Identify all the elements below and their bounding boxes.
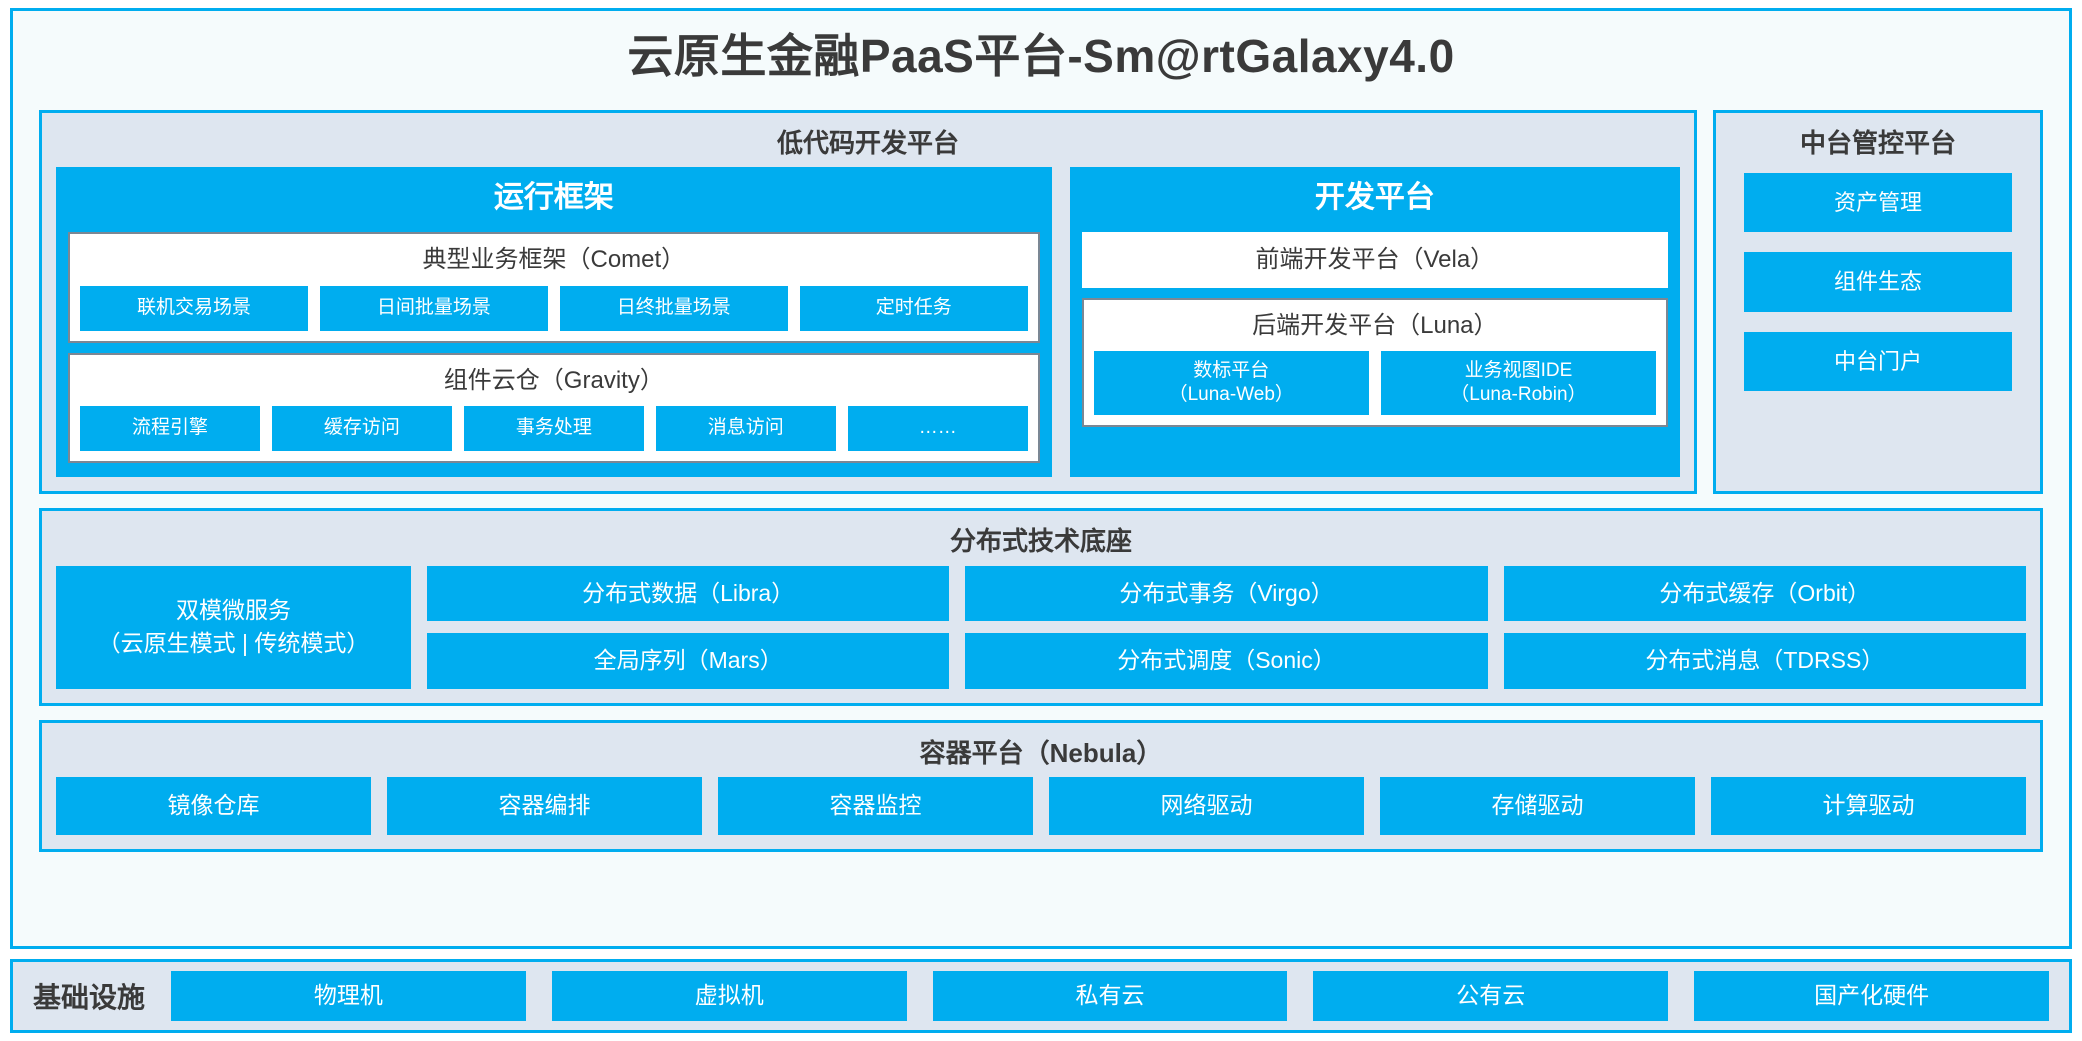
comet-item[interactable]: 定时任务 [799,285,1028,331]
infrastructure-panel: 基础设施 物理机 虚拟机 私有云 公有云 国产化硬件 [10,959,2072,1033]
runtime-framework-card: 运行框架 典型业务框架（Comet） 联机交易场景 日间批量场景 日终批量场景 … [56,167,1052,477]
infrastructure-item-public-cloud[interactable]: 公有云 [1313,971,1669,1021]
gravity-item-more[interactable]: …… [847,406,1028,451]
comet-item-row: 联机交易场景 日间批量场景 日终批量场景 定时任务 [80,285,1028,331]
distributed-column: 分布式数据（Libra） 全局序列（Mars） [427,565,950,689]
console-item-portal[interactable]: 中台门户 [1744,331,2012,392]
distributed-item-mars[interactable]: 全局序列（Mars） [427,633,950,689]
distributed-item-sonic[interactable]: 分布式调度（Sonic） [965,633,1488,689]
container-item-storage-driver[interactable]: 存储驱动 [1380,777,1695,835]
container-item-monitoring[interactable]: 容器监控 [718,777,1033,835]
distributed-column: 分布式缓存（Orbit） 分布式消息（TDRSS） [1503,565,2026,689]
comet-item[interactable]: 联机交易场景 [80,285,308,331]
infrastructure-item-private-cloud[interactable]: 私有云 [932,971,1288,1021]
console-platform-panel: 中台管控平台 资产管理 组件生态 中台门户 [1713,109,2043,494]
distributed-columns: 分布式数据（Libra） 全局序列（Mars） 分布式事务（Virgo） 分布式… [427,565,2026,689]
runtime-framework-title: 运行框架 [493,181,614,215]
container-item-image-registry[interactable]: 镜像仓库 [56,777,371,835]
distributed-item-libra[interactable]: 分布式数据（Libra） [427,565,950,622]
lowcode-platform-body: 运行框架 典型业务框架（Comet） 联机交易场景 日间批量场景 日终批量场景 … [56,167,1680,477]
top-row: 低代码开发平台 运行框架 典型业务框架（Comet） 联机交易场景 日间批量场景… [39,109,2043,494]
container-item-network-driver[interactable]: 网络驱动 [1049,777,1364,835]
distributed-item-virgo[interactable]: 分布式事务（Virgo） [965,565,1488,622]
backend-item-name: 数标平台 [1193,360,1270,382]
container-item-orchestration[interactable]: 容器编排 [387,777,702,835]
gravity-item[interactable]: 消息访问 [655,406,836,451]
comet-item[interactable]: 日终批量场景 [559,285,788,331]
dual-mode-microservice-block[interactable]: 双模微服务 （云原生模式 | 传统模式） [56,565,411,689]
comet-item[interactable]: 日间批量场景 [319,285,548,331]
container-platform-panel: 容器平台（Nebula） 镜像仓库 容器编排 容器监控 网络驱动 存储驱动 计算… [39,719,2043,852]
gravity-item-row: 流程引擎 缓存访问 事务处理 消息访问 …… [80,406,1028,451]
distributed-foundation-body: 双模微服务 （云原生模式 | 传统模式） 分布式数据（Libra） 全局序列（M… [56,565,2026,689]
dual-mode-line1: 双模微服务 [176,596,291,623]
container-item-compute-driver[interactable]: 计算驱动 [1711,777,2026,835]
page-title: 云原生金融PaaS平台-Sm@rtGalaxy4.0 [627,30,1455,82]
backend-platform-box: 后端开发平台（Luna） 数标平台 （Luna-Web） 业务视图IDE （Lu… [1081,297,1668,427]
backend-platform-title: 后端开发平台（Luna） [1252,311,1498,339]
container-platform-title: 容器平台（Nebula） [919,737,1163,768]
gravity-item[interactable]: 缓存访问 [271,406,452,451]
backend-item-code: （Luna-Web） [1168,384,1294,406]
platform-outer-frame: 云原生金融PaaS平台-Sm@rtGalaxy4.0 低代码开发平台 运行框架 … [10,8,2072,949]
infrastructure-item-physical-machine[interactable]: 物理机 [171,971,526,1021]
gravity-item[interactable]: 事务处理 [463,406,644,451]
distributed-item-orbit[interactable]: 分布式缓存（Orbit） [1503,565,2026,622]
gravity-title: 组件云仓（Gravity） [443,366,664,394]
frontend-platform-box[interactable]: 前端开发平台（Vela） [1081,232,1668,288]
backend-item-name: 业务视图IDE [1464,360,1573,382]
console-item-component-ecosystem[interactable]: 组件生态 [1744,252,2012,312]
infrastructure-label: 基础设施 [33,982,146,1013]
backend-item-luna-web[interactable]: 数标平台 （Luna-Web） [1093,351,1369,415]
development-platform-title: 开发平台 [1314,181,1435,215]
lowcode-platform-title: 低代码开发平台 [776,127,959,158]
infrastructure-item-domestic-hardware[interactable]: 国产化硬件 [1694,971,2049,1021]
backend-item-code: （Luna-Robin） [1450,384,1587,406]
gravity-item[interactable]: 流程引擎 [80,406,260,451]
infrastructure-item-row: 物理机 虚拟机 私有云 公有云 国产化硬件 [171,971,2049,1021]
comet-title: 典型业务框架（Comet） [422,246,686,274]
backend-item-row: 数标平台 （Luna-Web） 业务视图IDE （Luna-Robin） [1093,351,1656,415]
distributed-item-tdrss[interactable]: 分布式消息（TDRSS） [1503,633,2026,689]
development-platform-card: 开发平台 前端开发平台（Vela） 后端开发平台（Luna） 数标平台 （Lun… [1069,167,1680,477]
backend-item-luna-robin[interactable]: 业务视图IDE （Luna-Robin） [1380,351,1656,415]
distributed-foundation-title: 分布式技术底座 [949,525,1132,556]
console-platform-title: 中台管控平台 [1799,127,1956,158]
gravity-box: 组件云仓（Gravity） 流程引擎 缓存访问 事务处理 消息访问 …… [68,352,1040,463]
console-item-asset-management[interactable]: 资产管理 [1744,173,2012,233]
container-item-row: 镜像仓库 容器编排 容器监控 网络驱动 存储驱动 计算驱动 [56,777,2026,835]
comet-box: 典型业务框架（Comet） 联机交易场景 日间批量场景 日终批量场景 定时任务 [68,232,1040,343]
distributed-column: 分布式事务（Virgo） 分布式调度（Sonic） [965,565,1488,689]
lowcode-platform-panel: 低代码开发平台 运行框架 典型业务框架（Comet） 联机交易场景 日间批量场景… [39,109,1697,494]
infrastructure-item-virtual-machine[interactable]: 虚拟机 [551,971,907,1021]
console-item-list: 资产管理 组件生态 中台门户 [1730,167,2026,477]
dual-mode-line2: （云原生模式 | 传统模式） [97,630,370,657]
distributed-foundation-panel: 分布式技术底座 双模微服务 （云原生模式 | 传统模式） 分布式数据（Libra… [39,507,2043,706]
